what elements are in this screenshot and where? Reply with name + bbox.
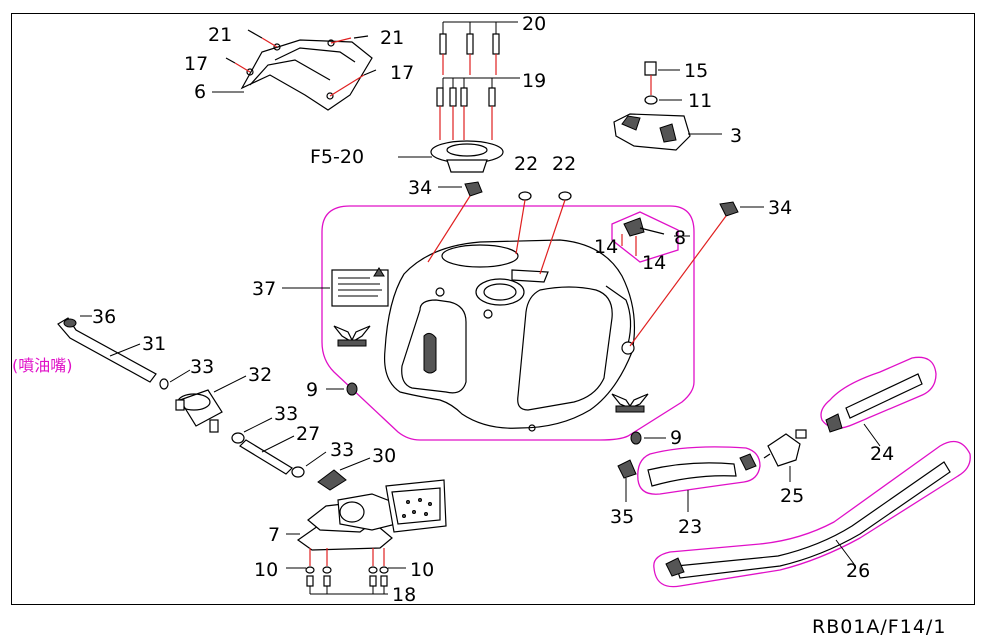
screws-part-10-18: [286, 548, 406, 595]
hose-part-26: [653, 440, 971, 588]
label-20-top: 20: [522, 13, 546, 35]
tank-assembly-boundary: [321, 205, 695, 441]
label-19: 19: [522, 70, 546, 92]
clamp-part-33a: [159, 369, 191, 390]
label-8: 8: [674, 227, 686, 249]
part-labels: 21 21 17 17 6 20 19 F5-20 15 11 3 34 22 …: [12, 13, 894, 606]
label-33a: 33: [190, 356, 214, 378]
fuel-cap-part-f5-20: [398, 140, 504, 173]
label-31: 31: [142, 333, 166, 355]
diagram-frame: [11, 13, 975, 605]
label-15: 15: [684, 60, 708, 82]
label-18: 18: [392, 584, 416, 606]
label-22b: 22: [552, 153, 576, 175]
drawing-code: RB01A/F14/1: [812, 616, 947, 638]
label-10b: 10: [410, 559, 434, 581]
label-21b: 21: [380, 27, 404, 49]
hose-part-23: [637, 446, 761, 512]
hose-part-24: [820, 356, 937, 447]
warning-label-part-37: [282, 267, 389, 307]
label-6: 6: [194, 81, 206, 103]
label-27: 27: [296, 423, 320, 445]
label-21a: 21: [208, 24, 232, 46]
label-22a: 22: [514, 153, 538, 175]
label-23: 23: [678, 516, 702, 538]
label-35: 35: [610, 506, 634, 528]
label-30: 30: [372, 445, 396, 467]
label-17a: 17: [184, 53, 208, 75]
hose-part-31: [57, 315, 157, 383]
grommet-part-22-left: [515, 191, 532, 255]
label-25: 25: [780, 485, 804, 507]
grommet-part-9-left: [326, 382, 358, 396]
label-9b: 9: [670, 427, 682, 449]
label-36: 36: [92, 306, 116, 328]
fuel-tank-body: [383, 239, 636, 432]
label-9a: 9: [306, 379, 318, 401]
label-3: 3: [730, 125, 742, 147]
label-34a: 34: [408, 177, 432, 199]
label-34b: 34: [768, 197, 792, 219]
tank-cover-part-6: [225, 29, 377, 111]
bracket-part-8: [611, 211, 690, 263]
label-32: 32: [248, 364, 272, 386]
bolts-part-20-19: [436, 21, 520, 140]
label-f5-20: F5-20: [310, 146, 364, 168]
fuel-pump-part-7: [286, 479, 447, 551]
label-17b: 17: [390, 62, 414, 84]
label-14b: 14: [642, 252, 666, 274]
label-11: 11: [688, 90, 712, 112]
grommet-part-9-right: [630, 431, 666, 445]
label-33b: 33: [274, 403, 298, 425]
eagle-logo-right: [611, 393, 649, 413]
label-10a: 10: [254, 559, 278, 581]
clamp-part-35: [617, 459, 637, 502]
label-24: 24: [870, 443, 894, 465]
label-33c: 33: [330, 439, 354, 461]
connector-part-30: [317, 457, 371, 491]
grommet-part-22-right: [539, 191, 572, 275]
label-37: 37: [252, 278, 276, 300]
clamp-part-33b: [231, 417, 273, 444]
filter-part-32: [175, 375, 247, 433]
hook-part-34-right: [629, 201, 764, 347]
valve-part-25: [763, 429, 807, 482]
hose-part-27: [239, 435, 295, 475]
eagle-logo-left: [333, 325, 371, 347]
label-26: 26: [846, 560, 870, 582]
label-7: 7: [268, 524, 280, 546]
clamp-part-33c: [291, 451, 327, 478]
nozzle-note: (噴油嘴): [12, 356, 73, 375]
label-14a: 14: [594, 236, 618, 258]
bracket-part-3: [613, 61, 722, 151]
hook-part-34-left: [427, 181, 483, 263]
